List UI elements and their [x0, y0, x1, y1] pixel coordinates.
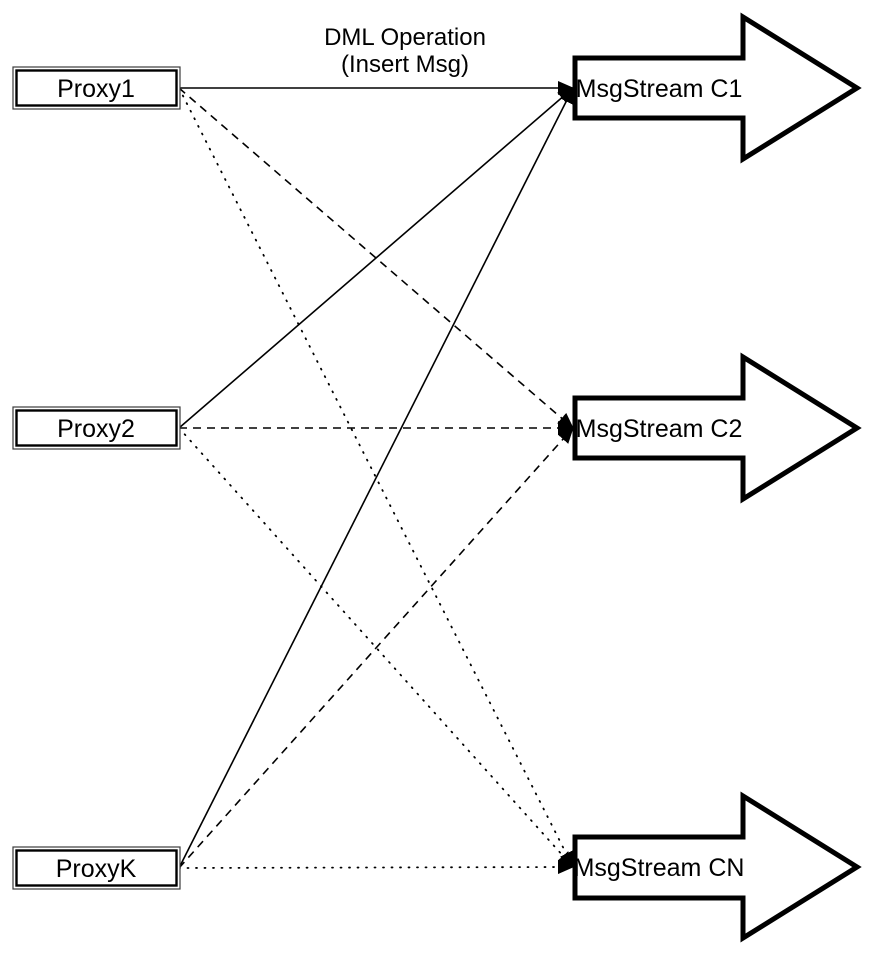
proxy-node-k: ProxyK — [12, 846, 181, 890]
connector-proxy1-to-cN — [178, 87, 574, 868]
connector-proxy2-to-c1 — [178, 87, 574, 429]
diagram-title-line1: DML Operation — [324, 24, 486, 51]
proxyk-label: ProxyK — [56, 855, 137, 883]
connector-proxyK-to-c2 — [178, 427, 574, 869]
msgstream-node-c1: MsgStream C1 — [572, 12, 862, 164]
proxy2-inner-border — [15, 409, 178, 447]
proxy2-label: Proxy2 — [57, 415, 135, 443]
block-arrow-shape-cn — [572, 791, 862, 943]
msgstream-node-cn: MsgStream CN — [572, 791, 862, 943]
proxy1-label: Proxy1 — [57, 75, 135, 103]
msgstream-cn-label: MsgStream CN — [574, 854, 745, 882]
connector-proxyK-to-c1 — [178, 87, 574, 869]
proxyk-inner-border — [15, 849, 178, 887]
msgstream-c2-label: MsgStream C2 — [576, 415, 743, 443]
diagram-title-line2: (Insert Msg) — [341, 51, 469, 78]
proxy1-inner-border — [15, 69, 178, 107]
msgstream-node-c2: MsgStream C2 — [572, 352, 862, 504]
proxy-node-1: Proxy1 — [12, 66, 181, 110]
block-arrow-shape-c2 — [572, 352, 862, 504]
block-arrow-shape-c1 — [572, 12, 862, 164]
connector-layer — [178, 81, 574, 875]
msgstream-c1-label: MsgStream C1 — [576, 75, 743, 103]
connector-proxy1-to-c2 — [178, 87, 574, 429]
connector-proxyK-to-cN — [178, 860, 574, 875]
proxy-node-2: Proxy2 — [12, 406, 181, 450]
